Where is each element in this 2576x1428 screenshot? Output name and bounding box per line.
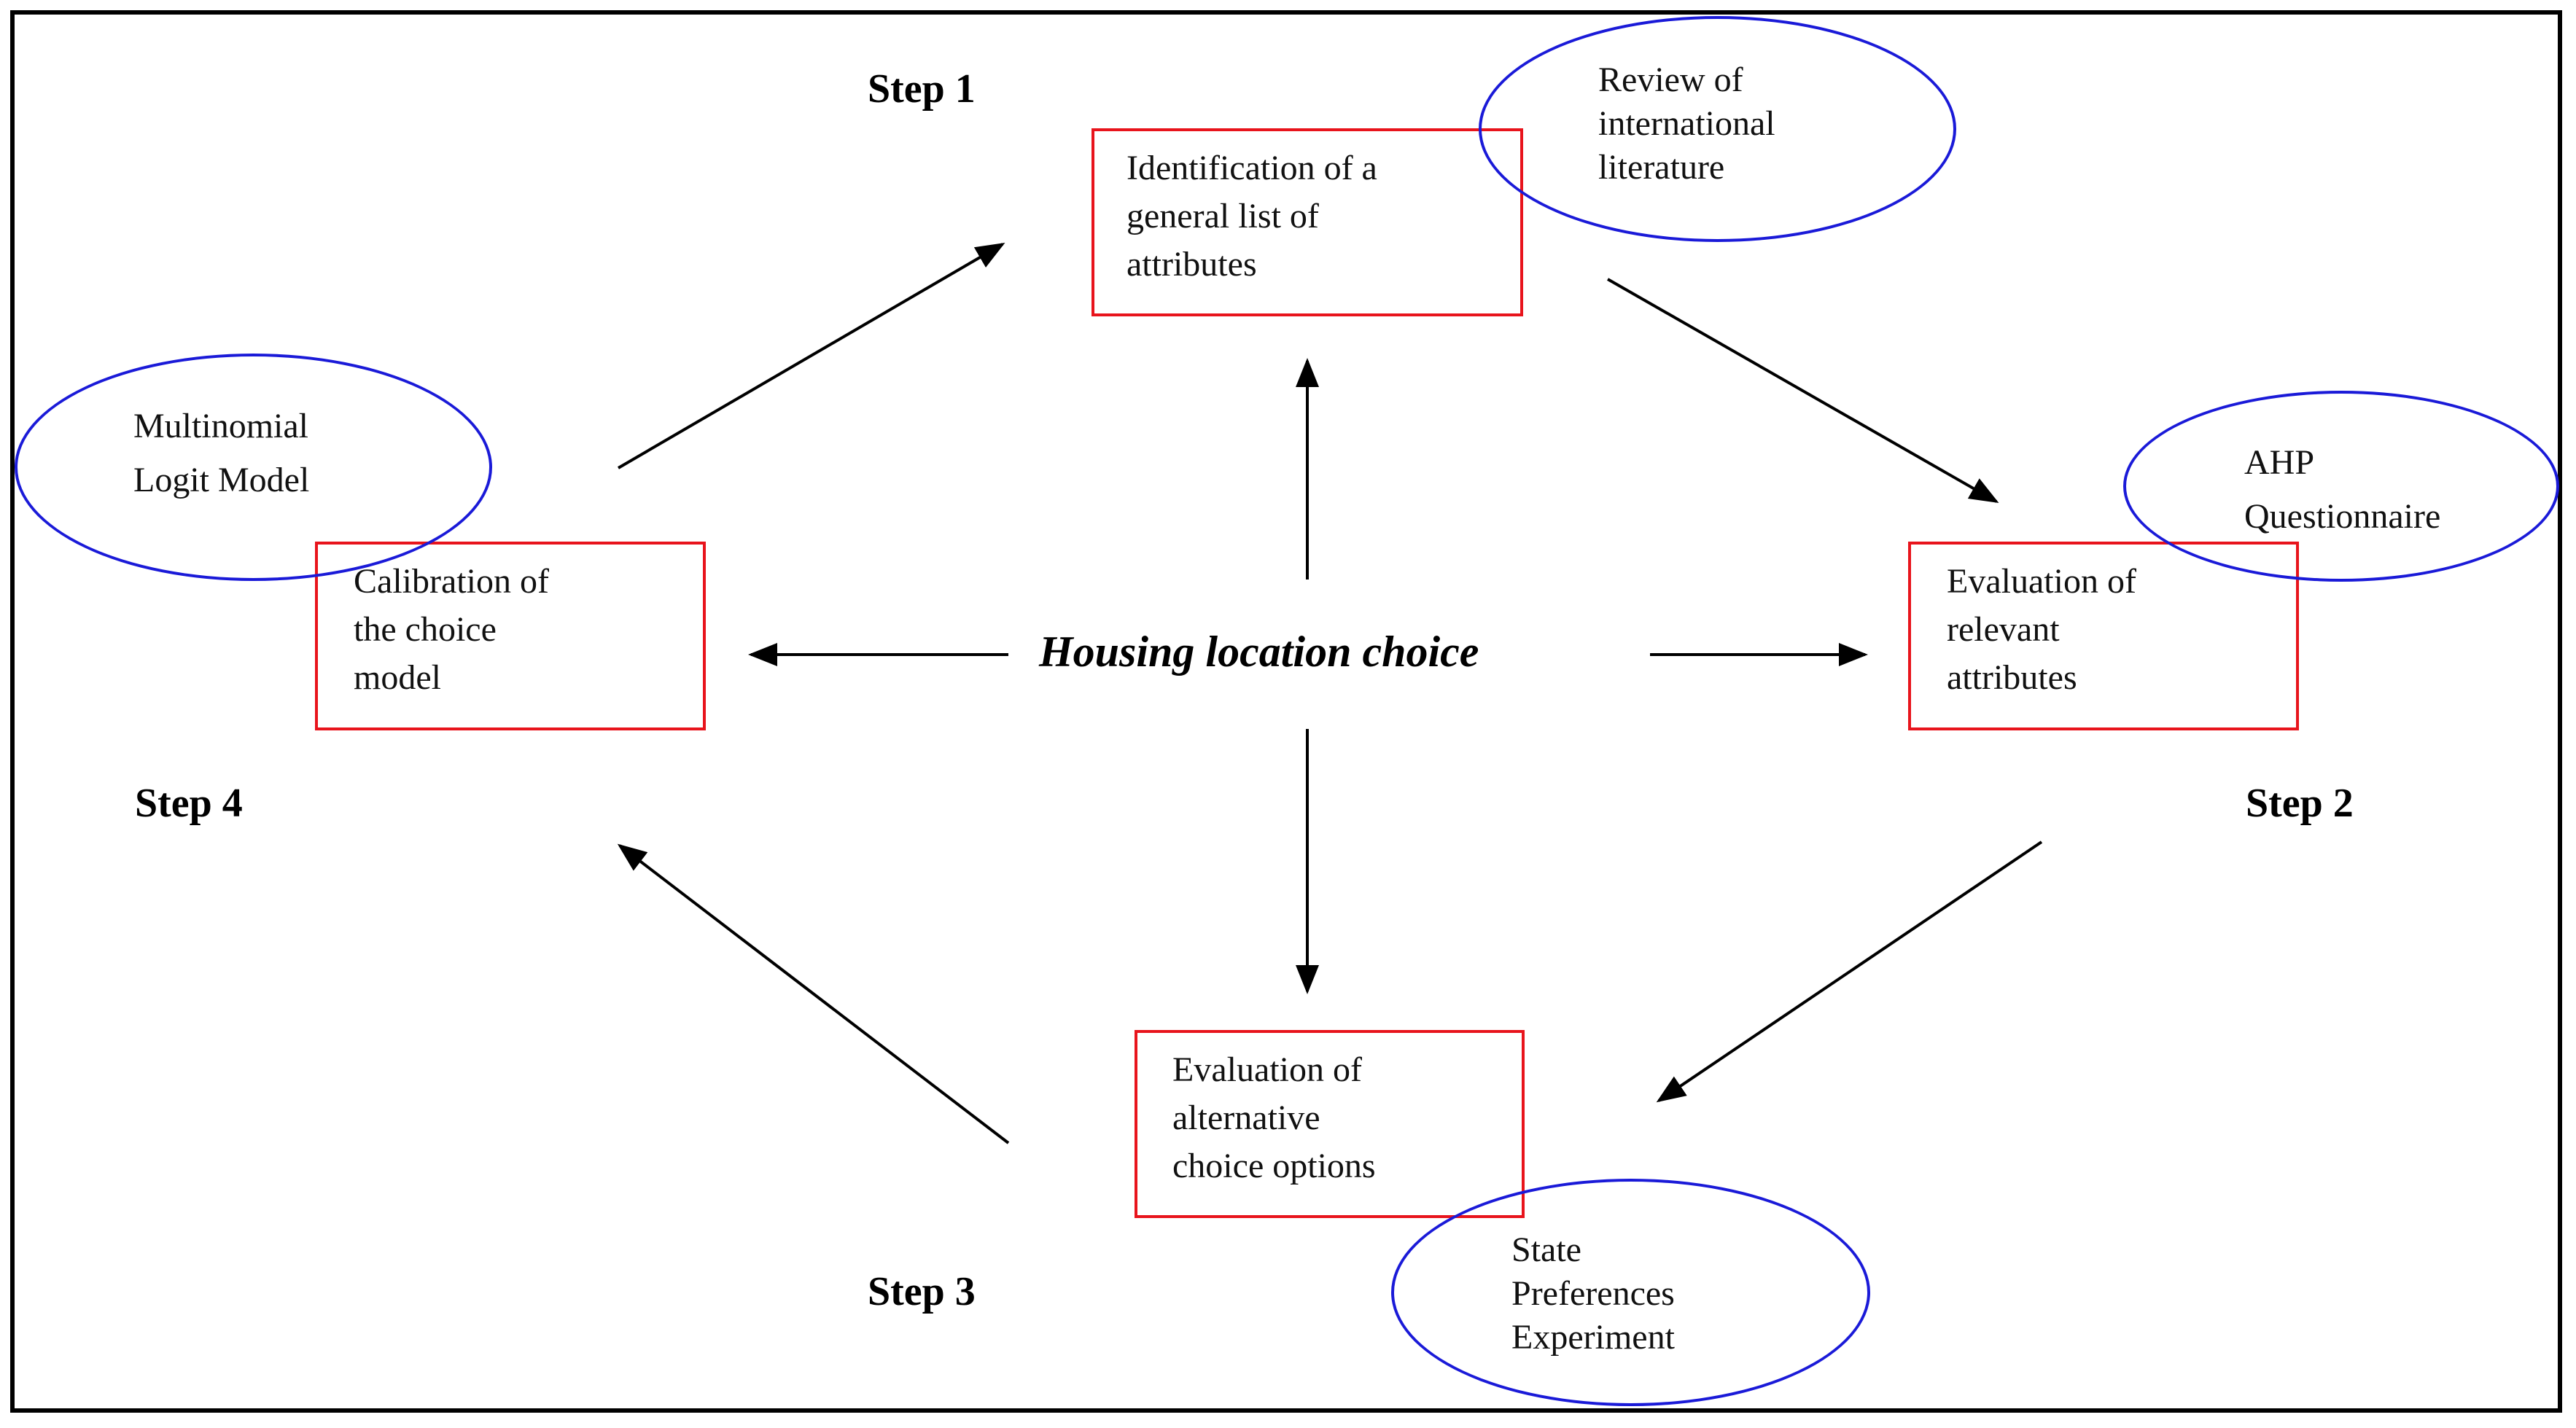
evaluation-alternative-box xyxy=(1135,1030,1525,1218)
state-preferences-text: State Preferences Experiment xyxy=(1511,1230,1675,1357)
ahp-questionnaire-oval xyxy=(2123,391,2559,582)
state-preferences-oval xyxy=(1391,1179,1870,1406)
arrow-step1-to-step2 xyxy=(1607,278,1999,503)
step-2-label: Step 2 xyxy=(2246,781,2354,826)
arrow-step2-to-step3 xyxy=(1656,840,2043,1103)
evaluation-alternative-text: Evaluation of alternative choice options xyxy=(1172,1050,1376,1185)
multinomial-logit-oval xyxy=(15,354,492,581)
step-3-label: Step 3 xyxy=(868,1269,976,1314)
diagram-frame xyxy=(10,10,2562,1413)
arrow-step3-to-step4 xyxy=(617,843,1010,1144)
review-literature-oval xyxy=(1479,16,1956,242)
evaluation-relevant-text: Evaluation of relevant attributes xyxy=(1947,562,2136,697)
identification-text: Identification of a general list of attr… xyxy=(1126,149,1377,284)
review-literature-text: Review of international literature xyxy=(1598,61,1775,187)
calibration-box xyxy=(315,542,706,730)
evaluation-relevant-box xyxy=(1908,542,2299,730)
arrow-step4-to-step1 xyxy=(617,242,1005,469)
step-4-label: Step 4 xyxy=(135,781,243,826)
multinomial-logit-text: Multinomial Logit Model xyxy=(133,407,310,499)
calibration-text: Calibration of the choice model xyxy=(354,562,549,697)
center-label: Housing location choice xyxy=(1039,628,1479,676)
ahp-questionnaire-text: AHP Questionnaire xyxy=(2244,443,2441,536)
step-1-label: Step 1 xyxy=(868,66,976,112)
identification-box xyxy=(1092,128,1523,316)
